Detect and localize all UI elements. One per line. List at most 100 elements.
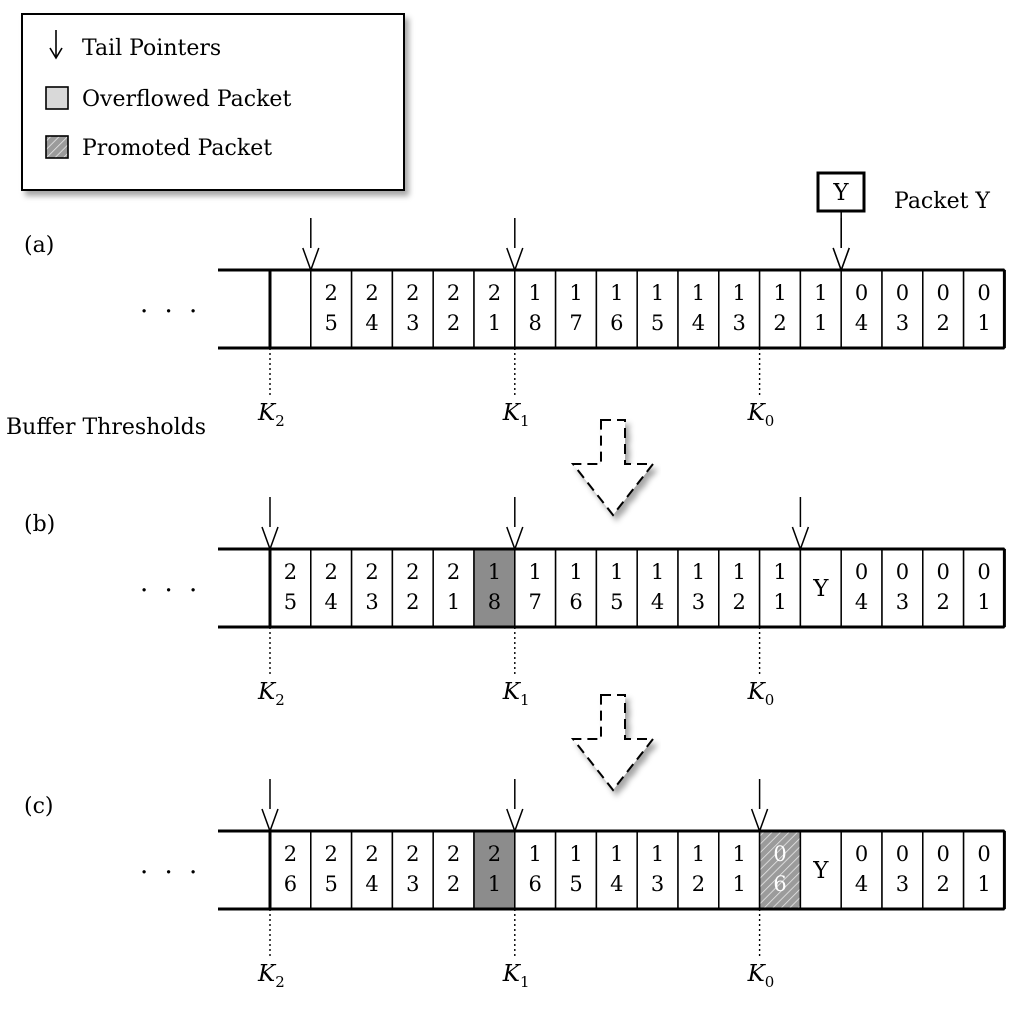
cell-priority: 2 (284, 560, 297, 584)
cell-priority: 0 (855, 842, 868, 866)
cell-priority: 0 (977, 281, 990, 305)
threshold-label: K1 (502, 679, 530, 709)
buffer-cell: 18 (473, 548, 516, 628)
cell-priority: 0 (977, 842, 990, 866)
cell-index: 2 (937, 872, 950, 896)
buffer-cell: 12 (758, 269, 802, 349)
cell-priority: 0 (937, 842, 950, 866)
cell-index: 2 (773, 311, 786, 335)
cell-index: 3 (692, 590, 705, 614)
threshold-label: K0 (747, 679, 775, 709)
buffer-cell: 02 (922, 548, 965, 628)
cell-priority: 0 (773, 842, 786, 866)
buffer-cell: Y (799, 830, 842, 910)
buffer-cell: 13 (677, 548, 720, 628)
cell-priority: 1 (692, 560, 705, 584)
buffer-stages: (a)· · ·25242322211817161514131211040302… (24, 218, 1006, 991)
cell-priority: 1 (651, 560, 664, 584)
packet-y-pointer (832, 211, 850, 273)
light-gray-box-icon (45, 86, 69, 110)
cell-index: 3 (733, 311, 746, 335)
cell-priority: 1 (692, 281, 705, 305)
buffer-cell: 11 (758, 548, 802, 628)
cell-index: 2 (733, 590, 746, 614)
buffer-cell: 23 (350, 548, 394, 628)
threshold-subscript: 0 (765, 691, 775, 709)
packet-y-box-label: Y (832, 180, 849, 206)
cell-priority: 1 (610, 560, 623, 584)
cell-priority: 0 (855, 281, 868, 305)
packet-y-caption: Packet Y (894, 189, 990, 214)
buffer-cell: 17 (514, 548, 557, 628)
legend-box (21, 13, 405, 191)
cell-priority: 0 (896, 281, 909, 305)
cell-index: 8 (529, 311, 542, 335)
buffer-cell: 15 (636, 269, 679, 349)
cell-index: 4 (855, 311, 868, 335)
cell-priority: 1 (733, 842, 746, 866)
buffer-cell: 02 (922, 830, 965, 910)
cell-index: 3 (365, 590, 378, 614)
cell-priority: 1 (529, 842, 542, 866)
threshold-label: K0 (747, 961, 775, 991)
buffer-cell: 16 (514, 830, 557, 910)
buffer-cell: 15 (554, 830, 598, 910)
buffer-cell: 23 (391, 830, 434, 910)
buffer-cell: 25 (310, 269, 353, 349)
buffer-cell: 03 (881, 548, 924, 628)
tail-pointer-arrow-icon (506, 779, 524, 834)
cell-index: 4 (651, 590, 664, 614)
cell-index: 5 (325, 872, 338, 896)
cell-priority: 1 (610, 281, 623, 305)
buffer-cell: 14 (595, 830, 638, 910)
cell-index: 4 (855, 590, 868, 614)
cell-priority: 2 (447, 560, 460, 584)
cell-index: 3 (651, 872, 664, 896)
cell-index: 5 (325, 311, 338, 335)
threshold-label: K0 (747, 400, 775, 430)
threshold-label: K2 (257, 961, 285, 991)
buffer-cell (269, 269, 312, 349)
cell-index: 6 (569, 590, 582, 614)
cell-index: 1 (977, 872, 990, 896)
buffer-stage-a: (a)· · ·25242322211817161514131211040302… (24, 218, 1006, 430)
cell-index: 4 (855, 872, 868, 896)
cell-index: 2 (447, 872, 460, 896)
threshold-subscript: 1 (520, 691, 530, 709)
cell-index: 4 (365, 311, 378, 335)
tail-pointer-arrow-icon (261, 497, 279, 552)
cell-priority: 2 (447, 281, 460, 305)
threshold-subscript: 2 (275, 412, 285, 430)
buffer-cell: 04 (840, 830, 883, 910)
cell-index: 1 (814, 311, 827, 335)
cell-priority: 1 (814, 281, 827, 305)
tail-pointer-arrow-icon (750, 779, 769, 834)
cell-priority: 2 (365, 842, 378, 866)
cell-index: 5 (284, 590, 297, 614)
cell-index: 3 (406, 872, 419, 896)
buffer-cell: 25 (310, 830, 353, 910)
buffer-cell: 21 (473, 269, 516, 349)
buffer-cell: 03 (881, 269, 924, 349)
cell-priority: 2 (406, 842, 419, 866)
buffer-cell: 02 (922, 269, 965, 349)
buffer-thresholds-label: Buffer Thresholds (6, 415, 206, 440)
threshold-label: K1 (502, 400, 530, 430)
cell-priority: 0 (977, 560, 990, 584)
cell-index: 3 (896, 590, 909, 614)
cell-priority: 2 (488, 281, 501, 305)
hatched-gray-box-icon (45, 135, 69, 159)
cell-priority: 2 (447, 842, 460, 866)
cell-index: 5 (610, 590, 623, 614)
cell-index: 4 (365, 872, 378, 896)
buffer-cell: 01 (962, 830, 1006, 910)
cell-index: 2 (692, 872, 705, 896)
buffer-cell: 14 (677, 269, 720, 349)
cell-priority: 1 (733, 281, 746, 305)
buffer-cell: 13 (718, 269, 761, 349)
buffer-cell: 16 (554, 548, 598, 628)
cell-priority: 1 (569, 842, 582, 866)
cell-priority: 2 (325, 560, 338, 584)
